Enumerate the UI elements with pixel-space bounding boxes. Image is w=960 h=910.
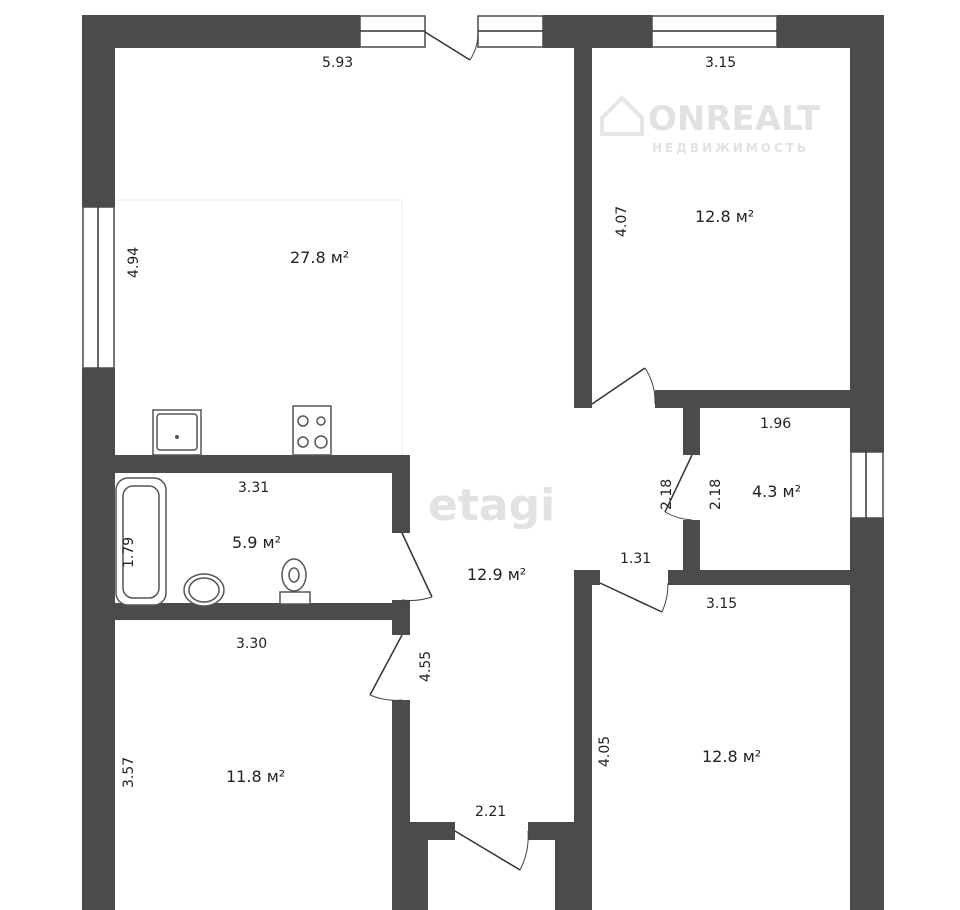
watermark-brand-sub: НЕДВИЖИМОСТЬ <box>652 141 809 155</box>
stove-icon <box>292 405 332 456</box>
watermark-brand: ONREALT <box>648 99 821 139</box>
dim-bedroom-br-height: 4.05 <box>597 736 613 767</box>
onrealt-watermark: ONREALT НЕДВИЖИМОСТЬ <box>600 95 821 155</box>
bathtub-icon <box>115 477 167 606</box>
dim-living-width: 5.93 <box>322 55 353 71</box>
windows <box>82 15 884 519</box>
dim-hall-door: 1.31 <box>620 551 651 567</box>
room-area-living: 27.8 м² <box>290 248 349 267</box>
dim-bedroom-tr-width: 3.15 <box>705 55 736 71</box>
dim-hall-height: 4.55 <box>418 651 434 682</box>
dim-small-width: 1.96 <box>760 416 791 432</box>
room-area-bedroom-br: 12.8 м² <box>702 747 761 766</box>
room-area-bedroom-tr: 12.8 м² <box>695 207 754 226</box>
walls <box>82 15 884 910</box>
room-area-bedroom-bl: 11.8 м² <box>226 767 285 786</box>
washbasin-icon <box>183 573 225 607</box>
dim-living-height: 4.94 <box>126 247 142 278</box>
dim-bedroom-bl-width: 3.30 <box>236 636 267 652</box>
onrealt-logo-icon <box>600 95 644 136</box>
dim-bath-height: 1.79 <box>121 537 137 568</box>
room-area-small: 4.3 м² <box>752 482 801 501</box>
dim-bedroom-br-width: 3.15 <box>706 596 737 612</box>
dim-entrance-width: 2.21 <box>475 804 506 820</box>
toilet-icon <box>279 558 311 605</box>
dim-hall-niche: 2.18 <box>659 479 675 510</box>
etagi-watermark: etagi <box>428 480 555 531</box>
room-area-hallway: 12.9 м² <box>467 565 526 584</box>
kitchen-sink-icon <box>152 409 202 456</box>
dim-bedroom-tr-height: 4.07 <box>614 206 630 237</box>
dim-bedroom-bl-height: 3.57 <box>121 757 137 788</box>
dim-small-height: 2.18 <box>708 479 724 510</box>
doors <box>369 31 693 871</box>
dim-bath-width: 3.31 <box>238 480 269 496</box>
room-area-bathroom: 5.9 м² <box>232 533 281 552</box>
